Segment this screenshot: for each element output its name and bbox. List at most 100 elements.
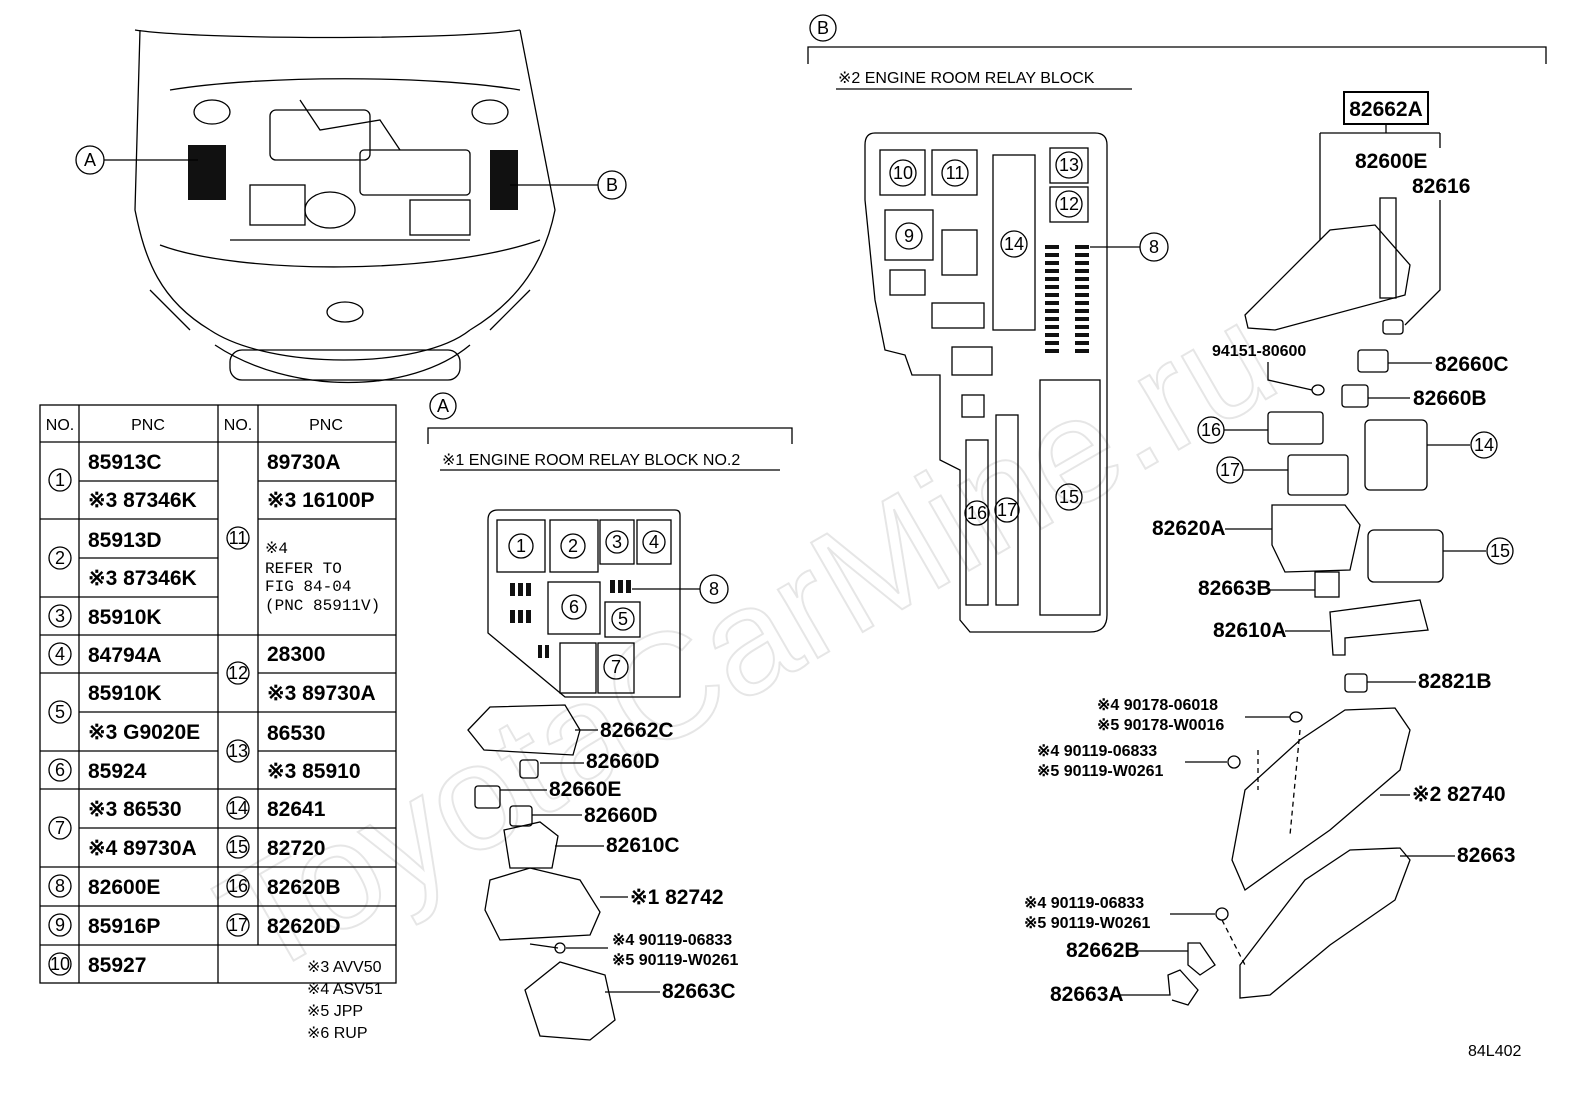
pnc-value: 85913C [88, 451, 162, 474]
table-row: 16 82620B [226, 874, 341, 899]
part-label: ※4 90178-06018 [1097, 697, 1218, 714]
part-label: 82660B [1413, 387, 1487, 410]
slot-label: 6 [569, 597, 579, 617]
pnc-value: ※4 89730A [88, 837, 197, 860]
row-number: 11 [229, 528, 248, 548]
part-label: 82620A [1152, 517, 1226, 540]
footnote: ※4 ASV51 [307, 981, 383, 998]
pnc-value: ※3 86530 [88, 798, 182, 821]
table-row: 2 85913D ※3 87346K [48, 529, 197, 590]
row-number: 1 [55, 470, 65, 490]
ref-8: 8 [1149, 237, 1159, 257]
part-label: ※5 90119-W0261 [1024, 915, 1150, 932]
pnc-value: ※3 89730A [267, 682, 376, 705]
callout-a: A [84, 150, 96, 170]
pnc-value: 86530 [267, 722, 325, 745]
part-label: ※1 82742 [630, 886, 724, 909]
item-ref: 15 [1490, 541, 1510, 561]
part-label: 94151-80600 [1212, 343, 1306, 360]
note-line: REFER TO [265, 560, 342, 578]
row-number: 7 [55, 818, 65, 838]
row-number: 2 [55, 548, 65, 568]
part-label: ※4 90119-06833 [1037, 743, 1157, 760]
pnc-value: 82641 [267, 798, 326, 821]
section-a-marker: A [437, 396, 449, 416]
pnc-value: 85910K [88, 682, 162, 705]
slot-label: 3 [612, 532, 622, 552]
part-label: ※4 90119-06833 [612, 932, 732, 949]
pnc-value: 85913D [88, 529, 162, 552]
section-a: A ※1 ENGINE ROOM RELAY BLOCK NO.2 1 2 3 … [427, 392, 793, 1041]
item-ref: 14 [1474, 435, 1494, 455]
table-row: 7 ※3 86530 ※4 89730A [48, 798, 197, 860]
engine-bay-illustration [134, 29, 556, 384]
slot-label: 13 [1059, 155, 1079, 175]
row-number: 13 [228, 741, 248, 761]
section-b-marker: B [817, 18, 829, 38]
pnc-value: 85910K [88, 606, 162, 629]
pnc-value: 82720 [267, 837, 325, 860]
pnc-table: NO. PNC NO. PNC 1 85913C ※3 87346K 2 859… [39, 404, 397, 984]
part-label: 82610C [606, 834, 680, 857]
table-row: 12 28300 ※3 89730A [226, 643, 376, 705]
part-label: ※4 90119-06833 [1024, 895, 1144, 912]
row-number: 16 [228, 876, 248, 896]
part-label: 82610A [1213, 619, 1287, 642]
pnc-value: 82600E [88, 876, 160, 899]
slot-label: 9 [904, 226, 914, 246]
part-label: ※2 82740 [1412, 783, 1506, 806]
row-number: 4 [55, 644, 65, 664]
table-header-pnc: PNC [309, 417, 343, 434]
table-row: 8 82600E [48, 874, 160, 899]
table-row: 10 85927 [48, 952, 146, 977]
note-line: (PNC 85911V) [265, 597, 380, 615]
pnc-value: ※3 G9020E [88, 721, 200, 744]
slot-label: 14 [1004, 234, 1024, 254]
part-label: 82821B [1418, 670, 1492, 693]
part-label: ※5 90119-W0261 [1037, 763, 1163, 780]
part-label: 82600E [1355, 150, 1427, 173]
footnotes: ※3 AVV50 ※4 ASV51 ※5 JPP ※6 RUP [307, 959, 383, 1042]
pnc-value: ※3 87346K [88, 567, 197, 590]
pnc-value: 84794A [88, 644, 162, 667]
pnc-value: 82620D [267, 915, 341, 938]
pnc-value: 85927 [88, 954, 146, 977]
slot-label: 2 [568, 536, 578, 556]
table-row: 3 85910K [48, 604, 162, 629]
slot-label: 11 [946, 163, 965, 183]
pnc-value: ※3 85910 [267, 760, 361, 783]
part-label: 82663B [1198, 577, 1272, 600]
table-row: 9 85916P [48, 913, 160, 938]
table-header-no: NO. [224, 417, 252, 434]
row-number: 10 [50, 954, 70, 974]
item-ref: 16 [1201, 420, 1221, 440]
slot-label: 12 [1059, 194, 1079, 214]
row-number: 5 [55, 702, 65, 722]
part-label: ※5 90119-W0261 [612, 952, 738, 969]
note-line: FIG 84-04 [265, 578, 351, 596]
pnc-value: ※3 16100P [267, 489, 375, 512]
row-number: 12 [228, 663, 248, 683]
slot-label: 17 [997, 500, 1017, 520]
part-label: 82660C [1435, 353, 1509, 376]
part-label: 82660D [584, 804, 658, 827]
pnc-value: 85924 [88, 760, 147, 783]
row-number: 17 [228, 915, 248, 935]
footnote: ※5 JPP [307, 1003, 363, 1020]
pnc-value: 28300 [267, 643, 325, 666]
part-label: ※5 90178-W0016 [1097, 717, 1224, 734]
table-row: 13 86530 ※3 85910 [226, 722, 361, 783]
table-row: 17 82620D [226, 913, 341, 938]
section-a-title: ※1 ENGINE ROOM RELAY BLOCK NO.2 [442, 452, 740, 469]
item-ref: 17 [1220, 460, 1240, 480]
row-number: 9 [55, 915, 65, 935]
slot-label: 7 [611, 657, 621, 677]
table-row: 15 82720 [226, 835, 325, 860]
part-label: 82616 [1412, 175, 1470, 198]
row-number: 8 [55, 876, 65, 896]
table-row: 6 85924 [48, 758, 147, 783]
row-number: 14 [228, 798, 248, 818]
part-label: 82663C [662, 980, 736, 1003]
pnc-value: ※3 87346K [88, 489, 197, 512]
